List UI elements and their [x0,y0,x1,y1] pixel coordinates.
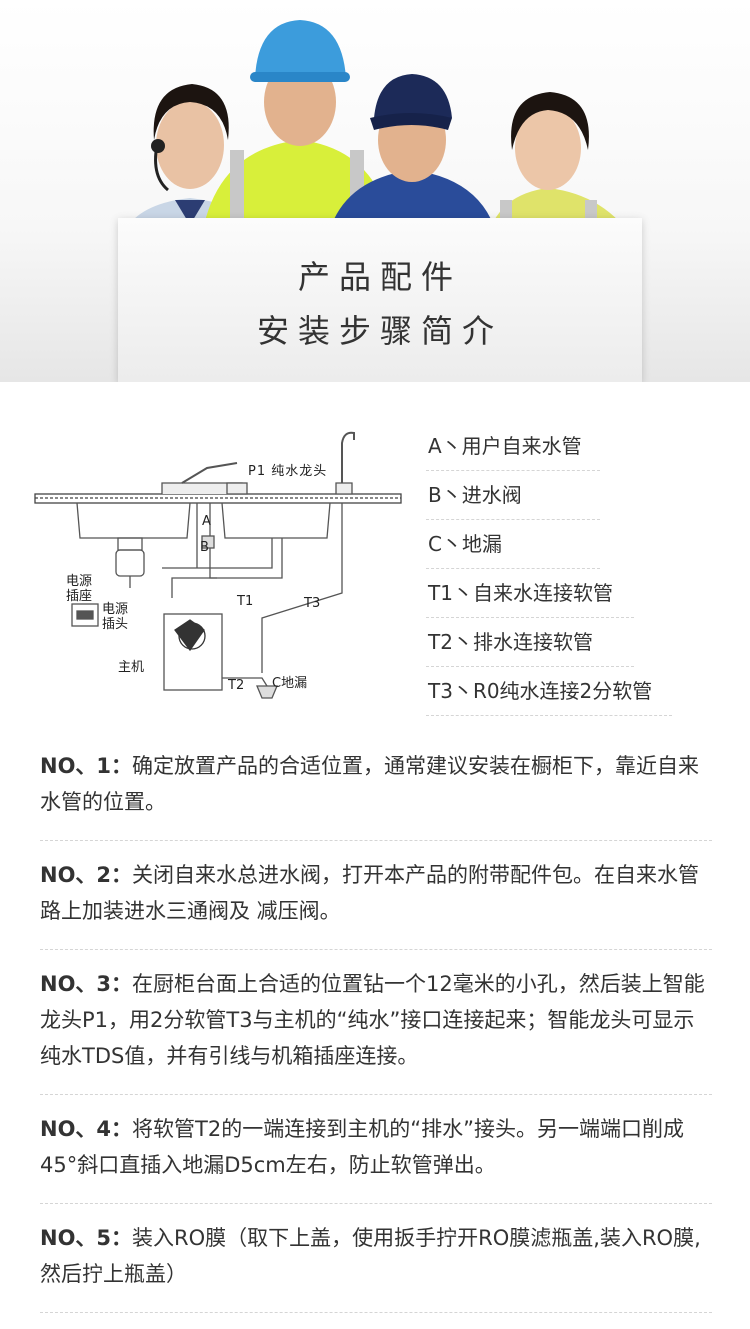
hero-banner: 产品配件 安装步骤简介 [0,0,750,382]
step-text: 装入RO膜（取下上盖，使用扳手拧开RO膜滤瓶盖,装入RO膜,然后拧上瓶盖） [40,1226,701,1286]
label-power-socket: 电源 插座 [66,574,93,604]
label-b: B [200,540,209,555]
step-text: 将软管T2的一端连接到主机的“排水”接头。另一端端口削成45°斜口直插入地漏D5… [40,1117,684,1177]
label-a: A [202,514,211,529]
label-host: 主机 [118,660,145,675]
step-item: NO、1：确定放置产品的合适位置，通常建议安装在橱柜下，靠近自来水管的位置。 [40,748,712,841]
label-t3: T3 [304,596,321,611]
legend-item: A丶用户自来水管 [426,423,600,471]
legend-item: C丶地漏 [426,521,600,569]
step-text: 在厨柜台面上合适的位置钻一个12毫米的小孔，然后装上智能龙头P1，用2分软管T3… [40,972,705,1068]
installation-diagram: P1 纯水龙头 A B 电源 插座 电源 插头 T1 T3 主机 T2 C地漏 [32,428,412,710]
parts-legend: A丶用户自来水管 B丶进水阀 C丶地漏 T1丶自来水连接软管 T2丶排水连接软管… [426,423,672,717]
installation-diagram-drawing [34,431,402,699]
step-item: NO、4：将软管T2的一端连接到主机的“排水”接头。另一端端口削成45°斜口直插… [40,1111,712,1204]
label-c-drain: C地漏 [272,676,308,691]
hero-title-line1: 产品配件 [297,258,462,296]
step-text: 确定放置产品的合适位置，通常建议安装在橱柜下，靠近自来水管的位置。 [40,754,700,814]
legend-item: B丶进水阀 [426,472,600,520]
label-p1: P1 纯水龙头 [248,464,328,479]
label-t1: T1 [237,594,254,609]
step-item: NO、2：关闭自来水总进水阀，打开本产品的附带配件包。在自来水管路上加装进水三通… [40,857,712,950]
step-number: NO、5： [40,1226,133,1250]
step-number: NO、4： [40,1117,133,1141]
title-sign-board: 产品配件 安装步骤简介 [118,218,642,382]
step-number: NO、2： [40,863,133,887]
legend-item: T2丶排水连接软管 [426,619,634,667]
hero-title-line2: 安装步骤简介 [256,312,503,350]
step-item: NO、3：在厨柜台面上合适的位置钻一个12毫米的小孔，然后装上智能龙头P1，用2… [40,966,712,1095]
installation-steps: NO、1：确定放置产品的合适位置，通常建议安装在橱柜下，靠近自来水管的位置。 N… [40,748,712,1329]
step-text: 关闭自来水总进水阀，打开本产品的附带配件包。在自来水管路上加装进水三通阀及 减压… [40,863,700,923]
legend-item: T1丶自来水连接软管 [426,570,634,618]
label-t2: T2 [228,678,245,693]
step-item: NO、5：装入RO膜（取下上盖，使用扳手拧开RO膜滤瓶盖,装入RO膜,然后拧上瓶… [40,1220,712,1313]
legend-item: T3丶R0纯水连接2分软管 [426,668,672,716]
label-power-plug: 电源 插头 [102,602,129,632]
step-number: NO、1： [40,754,133,778]
step-number: NO、3： [40,972,133,996]
